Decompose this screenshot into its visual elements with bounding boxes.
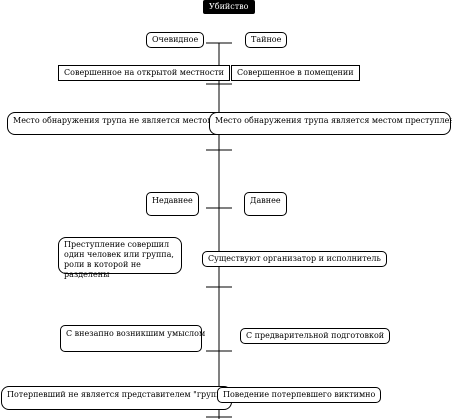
diagram-title: Убийство	[203, 0, 255, 14]
node-open-area: Совершенное на открытой местности	[58, 65, 230, 81]
node-sudden-intent: С внезапно возникшим умыслом	[60, 325, 205, 352]
node-recent: Недавнее	[146, 192, 199, 216]
node-single-or-group: Преступление совершил один человек или г…	[58, 237, 182, 279]
node-secret: Тайное	[245, 32, 288, 48]
node-old: Давнее	[244, 192, 287, 216]
node-indoors: Совершенное в помещении	[231, 65, 360, 81]
node-victim-not-group: Потерпевший не является представителем "…	[1, 386, 259, 410]
node-victim-behavior: Поведение потерпевшего виктимно	[217, 387, 382, 403]
node-organizer-executor: Существуют организатор и исполнитель	[202, 251, 387, 267]
node-obvious: Очевидное	[146, 32, 205, 48]
node-premeditated: С предварительной подготовкой	[240, 328, 391, 344]
node-crime-scene: Место обнаружения трупа является местом …	[209, 112, 452, 135]
